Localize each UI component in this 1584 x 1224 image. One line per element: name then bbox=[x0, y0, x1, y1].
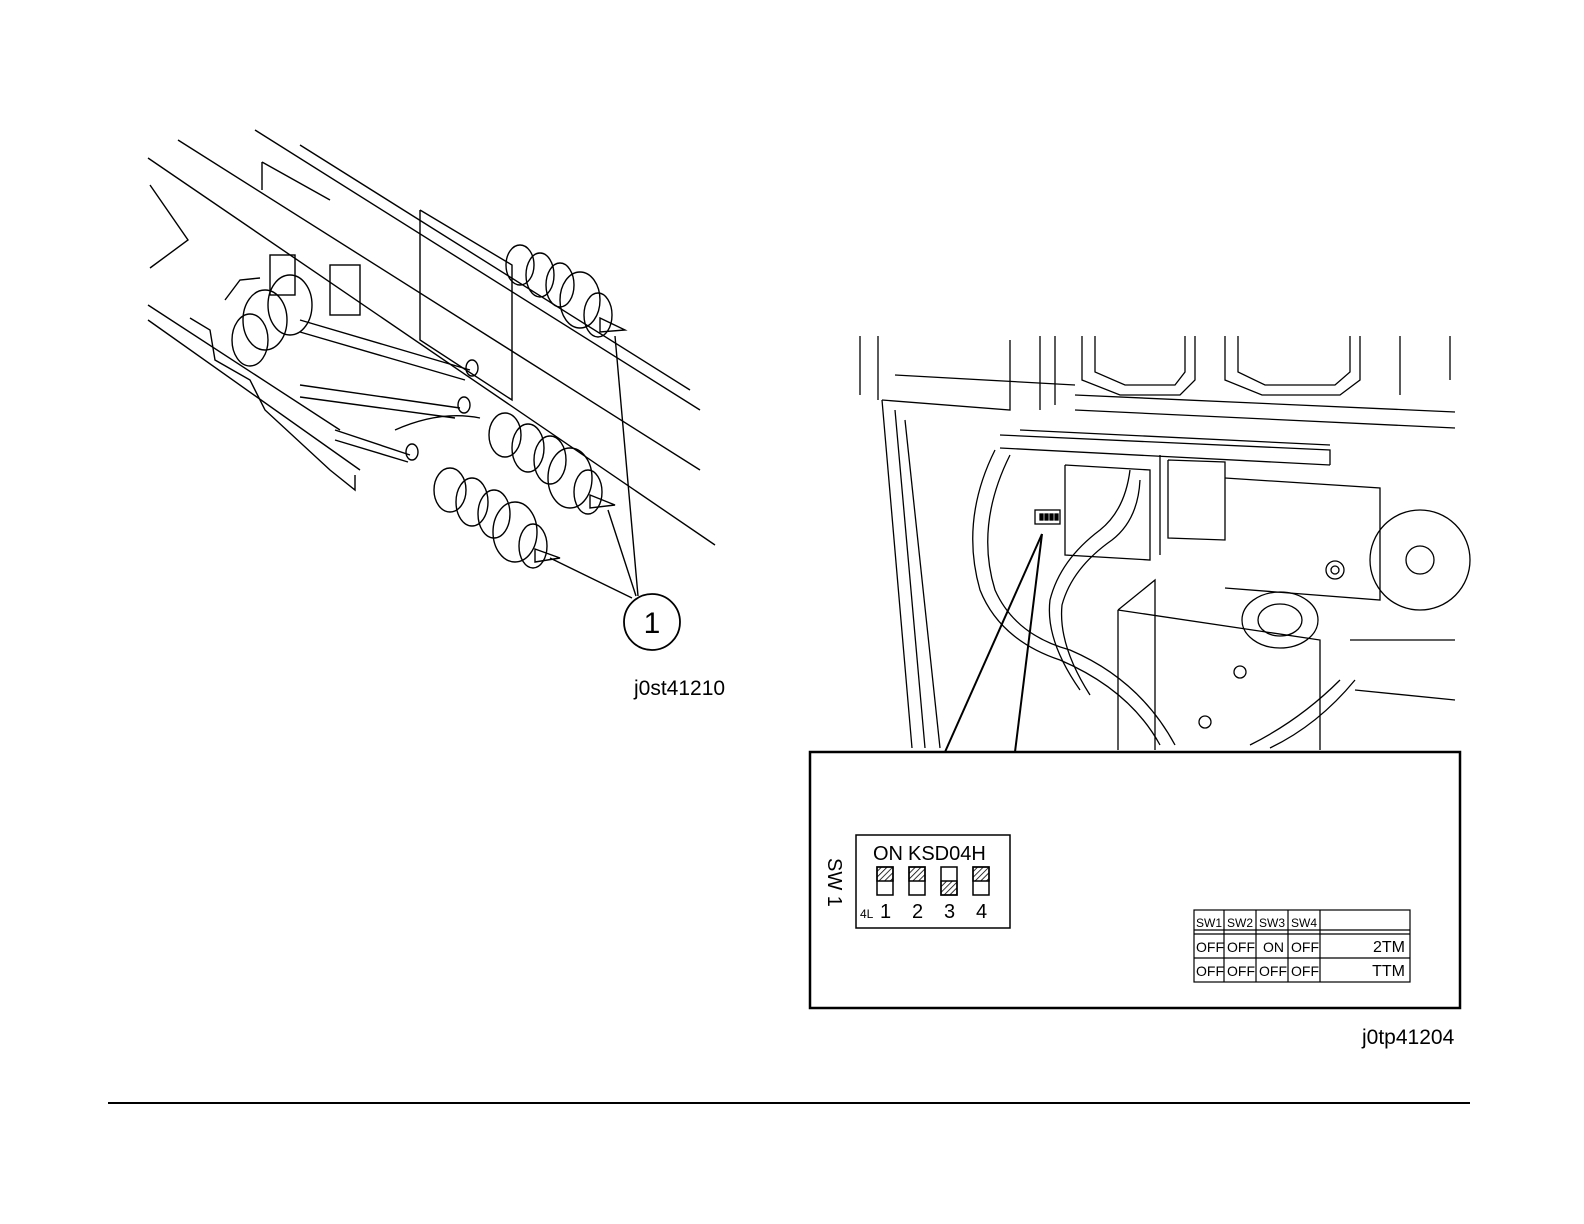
dip-position-4: 4 bbox=[976, 901, 987, 923]
table-cell: OFF bbox=[1196, 963, 1224, 979]
table-cell: OFF bbox=[1291, 963, 1319, 979]
table-header-sw1: SW1 bbox=[1196, 916, 1222, 930]
table-cell: OFF bbox=[1227, 939, 1255, 955]
table-cell: OFF bbox=[1291, 939, 1319, 955]
table-header-sw3: SW3 bbox=[1259, 916, 1285, 930]
dip-position-1: 1 bbox=[880, 901, 891, 923]
figure2-code: j0tp41204 bbox=[1362, 1026, 1454, 1050]
footer-rule bbox=[108, 1102, 1470, 1104]
dip-side-label: SW 1 bbox=[823, 858, 845, 907]
dip-position-2: 2 bbox=[912, 901, 923, 923]
table-cell: ON bbox=[1263, 939, 1284, 955]
table-cell: OFF bbox=[1227, 963, 1255, 979]
table-cell: OFF bbox=[1196, 939, 1224, 955]
table-mode: 2TM bbox=[1373, 939, 1405, 956]
table-mode: TTM bbox=[1372, 963, 1405, 980]
dip-on-label: ON bbox=[873, 843, 903, 865]
dip-model-label: KSD04H bbox=[908, 843, 986, 865]
table-header-sw2: SW2 bbox=[1227, 916, 1253, 930]
table-header-sw4: SW4 bbox=[1291, 916, 1317, 930]
table-cell: OFF bbox=[1259, 963, 1287, 979]
dip-position-3: 3 bbox=[944, 901, 955, 923]
dip-corner-label: 4L bbox=[860, 907, 874, 921]
